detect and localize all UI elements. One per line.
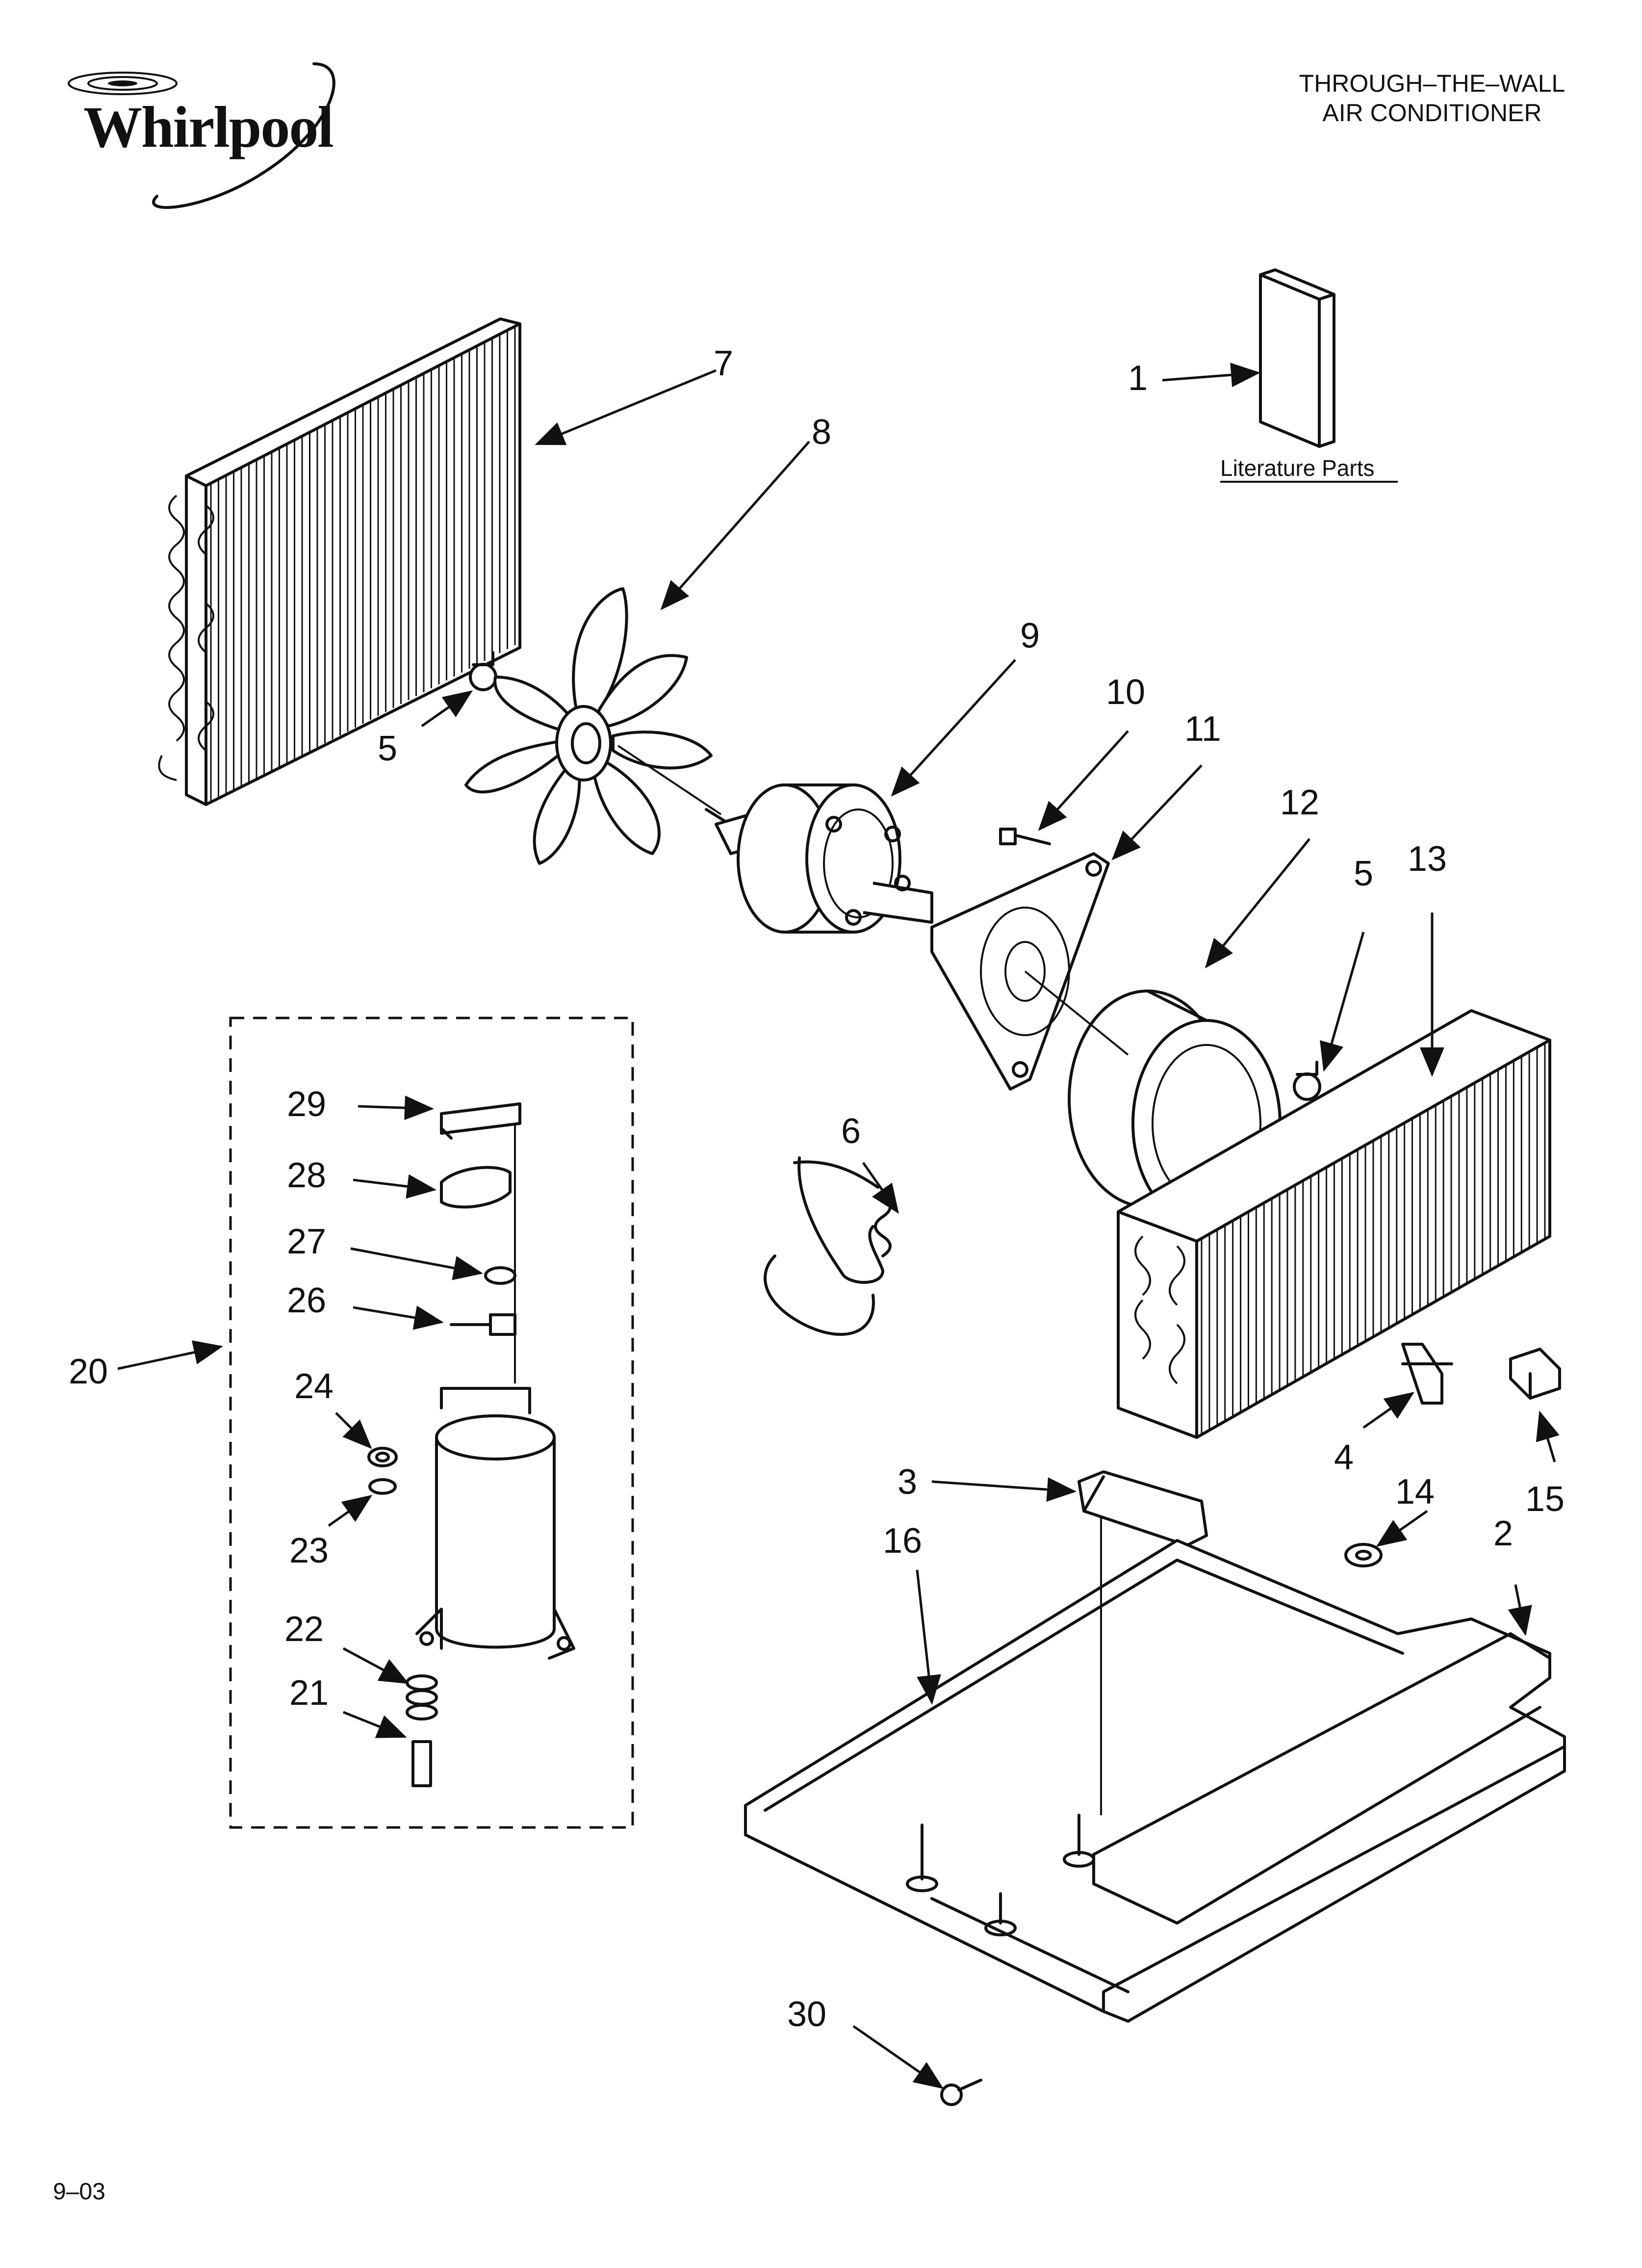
nut (367, 1447, 398, 1467)
leader-8 (660, 441, 810, 610)
mounting-bracket (1401, 1343, 1453, 1405)
callout-16: 16 (883, 1521, 922, 1561)
leader-28 (353, 1174, 436, 1199)
callout-7: 7 (714, 344, 733, 383)
callout-27: 27 (287, 1222, 326, 1261)
callout-11: 11 (1184, 709, 1221, 749)
retaining-clip (1509, 1348, 1561, 1400)
leader-1 (1162, 363, 1260, 388)
leader-11 (1111, 764, 1203, 860)
callout-21: 21 (289, 1673, 329, 1713)
condenser-coil (158, 317, 521, 806)
callout-30: 30 (787, 1995, 826, 2034)
evaporator-coil (1117, 1009, 1551, 1439)
callout-6: 6 (841, 1112, 861, 1151)
guide-line-blower (1024, 970, 1129, 1056)
leader-14 (1376, 1510, 1428, 1547)
callout-23: 23 (289, 1531, 329, 1570)
leader-3 (931, 1477, 1077, 1502)
leader-5a (421, 690, 473, 728)
title-line-1: THROUGH–THE–WALL (1299, 70, 1565, 97)
compressor (415, 1387, 575, 1660)
callout-3: 3 (898, 1462, 917, 1502)
leader-10 (1038, 730, 1129, 831)
callout-9: 9 (1020, 616, 1040, 655)
callout-13: 13 (1408, 839, 1447, 879)
leader-30 (852, 2025, 944, 2089)
callout-5a: 5 (378, 729, 397, 768)
sleeve (411, 1740, 432, 1787)
leader-26 (353, 1305, 444, 1330)
mounting-screw (999, 828, 1051, 845)
callout-26: 26 (287, 1281, 326, 1320)
leader-5b (1320, 932, 1365, 1072)
overload-protector (450, 1313, 516, 1336)
callout-1: 1 (1128, 359, 1148, 398)
callout-12: 12 (1280, 783, 1319, 822)
callout-4: 4 (1334, 1438, 1354, 1477)
compressor-cover-gasket (440, 1166, 512, 1209)
isolator-washer (1344, 1543, 1383, 1567)
callout-5b: 5 (1354, 854, 1373, 893)
evaporator-clip (1293, 1061, 1321, 1101)
title-line-2: AIR CONDITIONER (1322, 99, 1542, 127)
washer (368, 1478, 397, 1495)
leader-27 (350, 1247, 483, 1280)
callout-8: 8 (812, 413, 831, 452)
leader-23 (328, 1495, 373, 1527)
leader-29 (358, 1095, 434, 1121)
base-pan (744, 1539, 1566, 2023)
literature-parts-label: Literature Parts (1220, 455, 1374, 481)
leader-21 (343, 1711, 407, 1738)
callout-22: 22 (284, 1610, 324, 1649)
callout-15: 15 (1525, 1480, 1565, 1519)
leader-4 (1362, 1392, 1415, 1429)
seal-block (1078, 1470, 1208, 1547)
literature-booklet (1259, 268, 1335, 448)
leader-6 (862, 1162, 899, 1214)
callout-28: 28 (287, 1156, 326, 1195)
revision-code: 9–03 (53, 2179, 105, 2205)
leader-7 (535, 369, 717, 445)
leader-16 (916, 1569, 941, 1705)
whirlpool-logo: Whirlpool (59, 54, 353, 216)
grommet (406, 1674, 438, 1721)
compressor-group-box (229, 1017, 634, 1829)
leader-2 (1508, 1584, 1532, 1636)
callout-2: 2 (1493, 1514, 1513, 1553)
callout-14: 14 (1395, 1472, 1435, 1512)
leader-24 (335, 1412, 372, 1449)
callout-24: 24 (294, 1367, 334, 1406)
leader-22 (342, 1647, 410, 1684)
wire-bracket (764, 1156, 892, 1336)
terminal-seal (484, 1266, 516, 1285)
callout-20: 20 (69, 1352, 108, 1391)
leader-15 (1536, 1410, 1560, 1462)
brand-wordmark: Whirlpool (83, 94, 334, 159)
page-title: THROUGH–THE–WALL AIR CONDITIONER (1285, 69, 1579, 128)
callout-29: 29 (287, 1085, 326, 1124)
leader-12 (1205, 838, 1310, 968)
base-screw (940, 2079, 982, 2106)
swirl-logo-icon (68, 62, 335, 209)
fan-motor (705, 783, 933, 934)
guide-line-fan (617, 745, 722, 815)
leader-9 (891, 659, 1016, 797)
motor-bracket (930, 852, 1110, 1091)
callout-10: 10 (1106, 673, 1145, 712)
compressor-cover (440, 1102, 521, 1140)
leader-20 (117, 1340, 223, 1370)
